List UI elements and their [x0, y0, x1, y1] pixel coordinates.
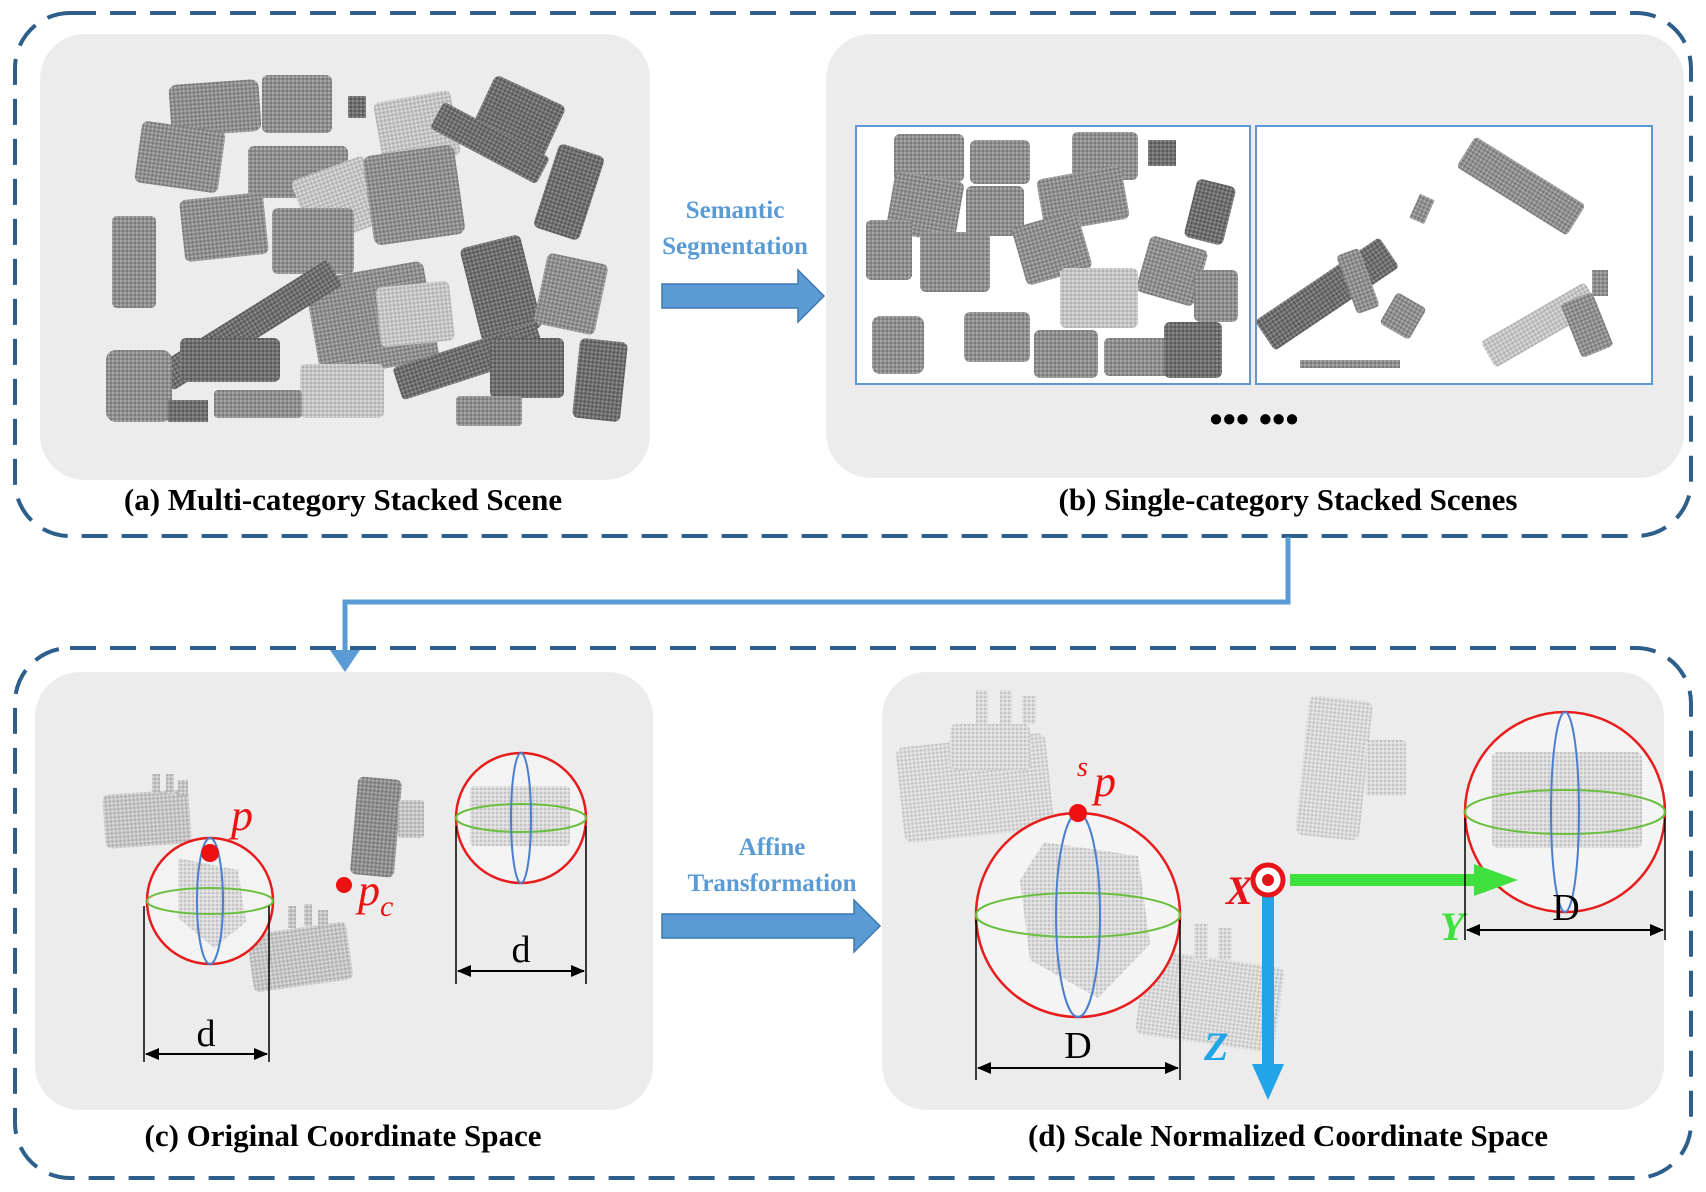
sphere-original-2: [454, 751, 588, 885]
center-pc-label: p: [355, 866, 380, 915]
sphere-original-1: [145, 836, 275, 966]
dimension-D-left: D: [975, 920, 1181, 1080]
multi-category-point-cloud: [106, 75, 628, 426]
bottom-group-border: [13, 646, 1693, 1180]
affine-label-line2: Transformation: [688, 870, 857, 897]
panel-c-caption: (c) Original Coordinate Space: [145, 1118, 542, 1153]
dimension-D-right: D: [1464, 818, 1666, 940]
point-p-label: p: [228, 791, 253, 840]
panel-a: (a) Multi-category Stacked Scene: [40, 34, 650, 517]
dimension-d-right: d: [455, 826, 587, 984]
dimension-D-right-label: D: [1552, 887, 1579, 929]
more-scenes-ellipsis: ••• •••: [1209, 399, 1298, 441]
dimension-d-right-label: d: [512, 929, 531, 971]
point-sp-superscript: s: [1077, 752, 1088, 783]
point-sp-label: p: [1091, 757, 1116, 806]
axis-x-label: X: [1224, 868, 1254, 913]
affine-label-line1: Affine: [739, 834, 806, 861]
group-connector-arrow: [330, 537, 1291, 672]
top-group-border: [13, 11, 1693, 538]
point-p-marker: [201, 844, 219, 862]
center-pc-marker: [336, 877, 352, 893]
affine-arrow-shape: [661, 898, 882, 954]
sphere-normalized-2: [1463, 710, 1667, 914]
dimension-d-left: d: [143, 906, 270, 1062]
panel-d-caption: (d) Scale Normalized Coordinate Space: [1028, 1118, 1548, 1153]
sphere-normalized-1: [974, 811, 1182, 1019]
panel-d: s p X Y Z D D (d) Scale Normalized Co: [882, 672, 1667, 1153]
panel-c: p p c d d (c) Original Coordinate Space: [35, 672, 653, 1153]
scene-box-left: [855, 125, 1251, 385]
semantic-label-line1: Semantic: [686, 197, 785, 224]
affine-transformation-arrow: Affine Transformation: [661, 834, 882, 954]
center-pc-subscript: c: [380, 890, 393, 923]
panel-b-caption: (b) Single-category Stacked Scenes: [1059, 482, 1518, 517]
panel-a-caption: (a) Multi-category Stacked Scene: [124, 482, 562, 517]
semantic-label-line2: Segmentation: [662, 233, 808, 260]
axis-y-label: Y: [1440, 904, 1468, 949]
dimension-d-left-label: d: [197, 1013, 216, 1055]
semantic-arrow-shape: [661, 268, 826, 324]
axis-z-label: Z: [1203, 1024, 1228, 1069]
semantic-segmentation-arrow: Semantic Segmentation: [661, 197, 826, 324]
panel-b: ••• ••• (b) Single-category Stacked Scen…: [826, 34, 1684, 517]
coordinate-axes: X Y Z: [1203, 862, 1518, 1100]
point-sp-marker: [1069, 804, 1087, 822]
dimension-D-left-label: D: [1064, 1025, 1091, 1067]
scene-box-right: [1255, 125, 1653, 385]
